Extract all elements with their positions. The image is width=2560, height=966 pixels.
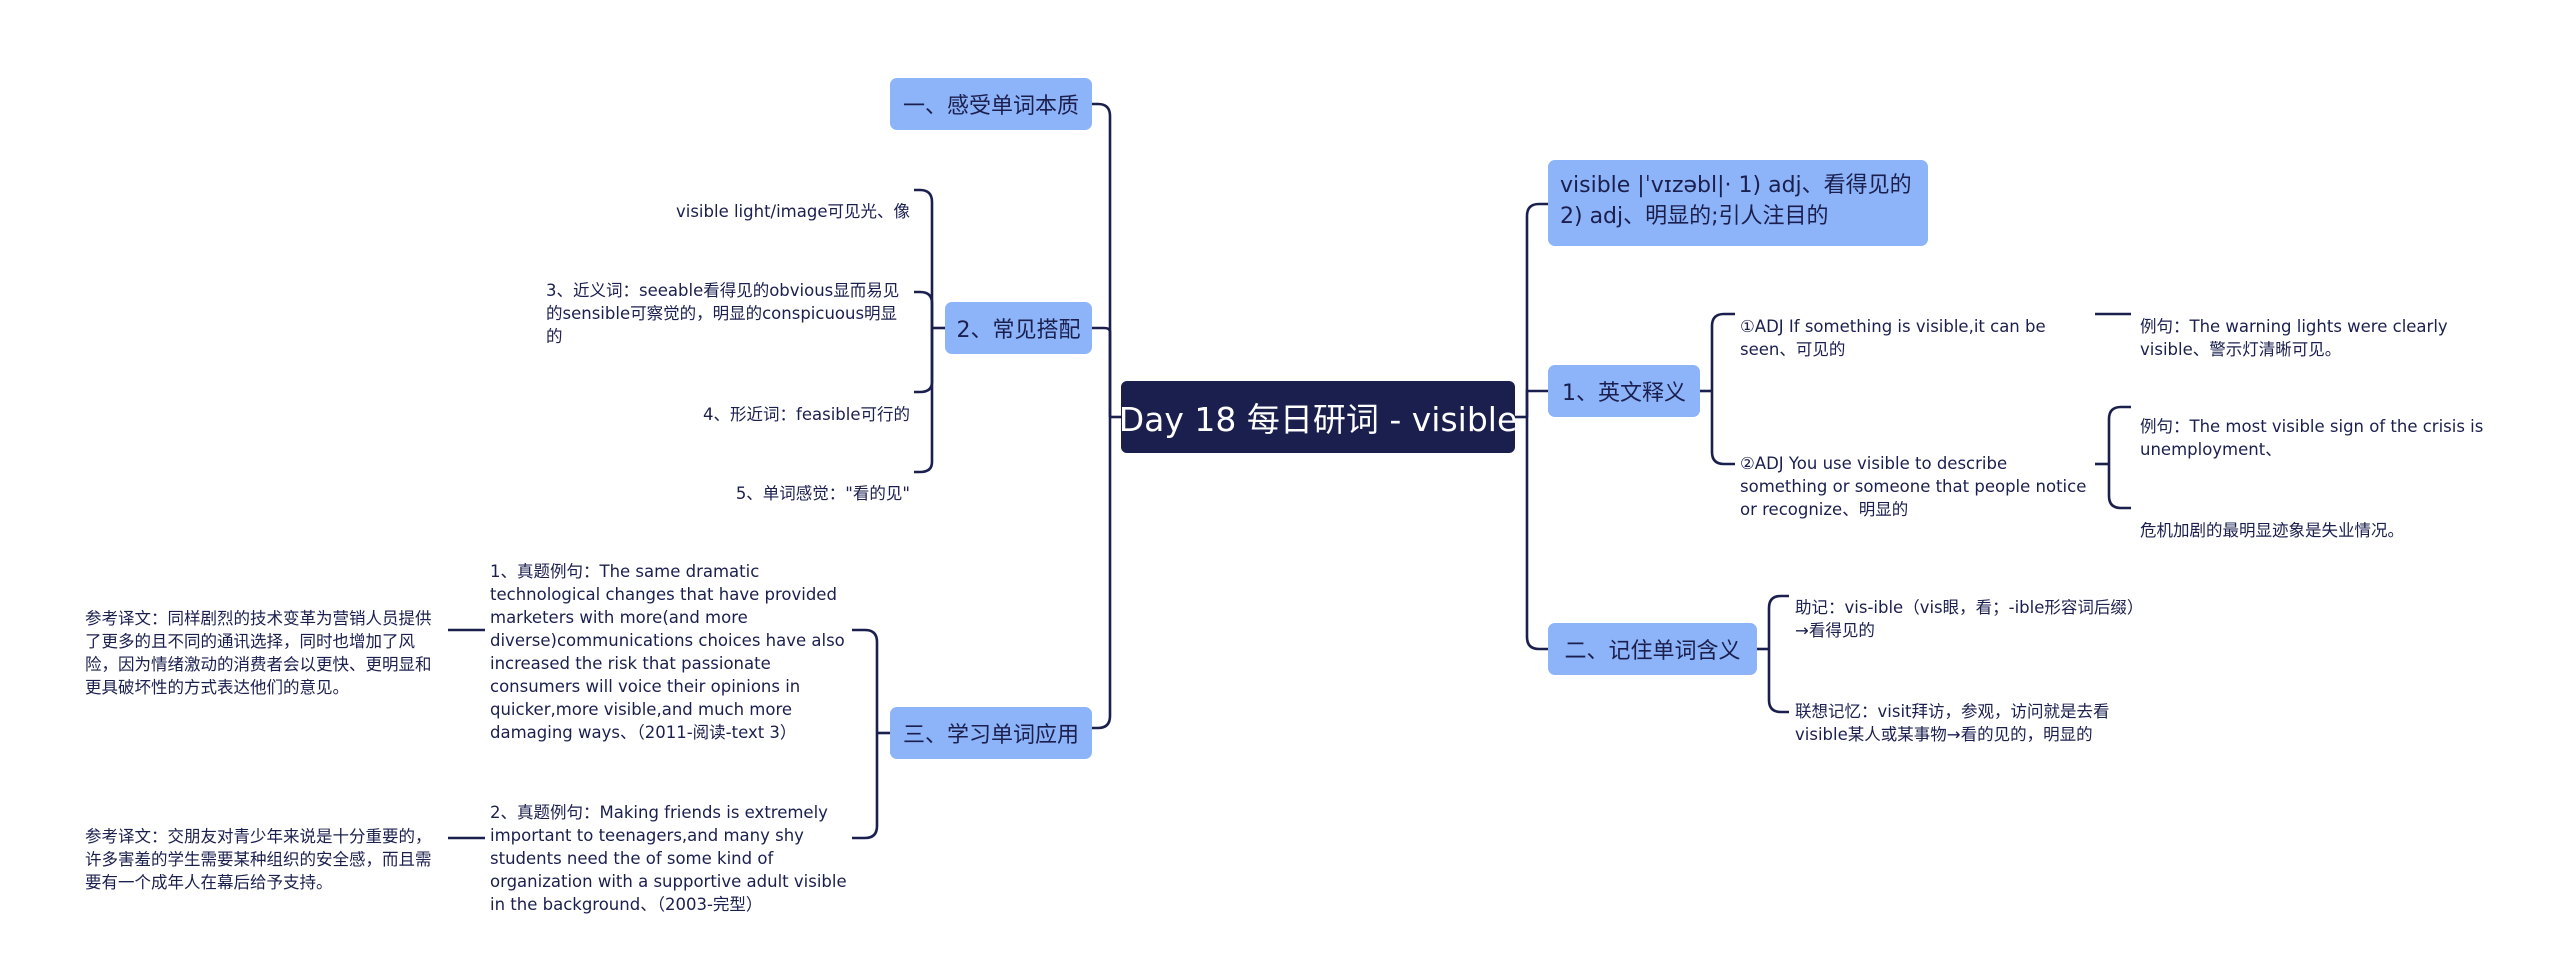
branch-english-meaning-label: 1、英文释义 (1562, 381, 1686, 406)
meaning-example[interactable]: 例句：The warning lights were clearly visib… (2140, 292, 2505, 361)
usage-example-text: 1、真题例句：The same dramatic technological c… (490, 562, 845, 742)
collocation-item[interactable]: visible light/image可见光、像 (560, 177, 910, 223)
branch-remember[interactable]: 二、记住单词含义 (1548, 623, 1757, 675)
collocation-item[interactable]: 3、近义词：seeable看得见的obvious显而易见的sensible可察觉… (546, 256, 908, 348)
branch-collocations[interactable]: 2、常见搭配 (945, 302, 1092, 354)
meaning-text: ①ADJ If something is visible,it can be s… (1740, 317, 2046, 359)
usage-translation-text: 参考译文：交朋友对青少年来说是十分重要的，许多害羞的学生需要某种组织的安全感，而… (85, 827, 432, 892)
collocation-item[interactable]: 5、单词感觉："看的见" (560, 459, 910, 505)
usage-translation[interactable]: 参考译文：交朋友对青少年来说是十分重要的，许多害羞的学生需要某种组织的安全感，而… (85, 802, 445, 894)
branch-definition-label: visible |ˈvɪzəbl|· 1) adj、看得见的 2) adj、明显… (1560, 173, 1912, 229)
meaning-example-text: 例句：The warning lights were clearly visib… (2140, 317, 2448, 359)
collocation-text: 5、单词感觉："看的见" (735, 484, 910, 503)
root-node[interactable]: Day 18 每日研词 - visible (1118, 381, 1518, 453)
usage-example[interactable]: 2、真题例句：Making friends is extremely impor… (490, 778, 848, 916)
meaning-text: ②ADJ You use visible to describe somethi… (1740, 454, 2087, 519)
collocation-text: visible light/image可见光、像 (675, 202, 910, 221)
branch-definition[interactable]: visible |ˈvɪzəbl|· 1) adj、看得见的 2) adj、明显… (1548, 160, 1928, 246)
root-label: Day 18 每日研词 - visible (1118, 400, 1518, 439)
remember-item[interactable]: 联想记忆：visit拜访，参观，访问就是去看visible某人或某事物→看的见的… (1795, 677, 2155, 746)
usage-translation-text: 参考译文：同样剧烈的技术变革为营销人员提供了更多的且不同的通讯选择，同时也增加了… (85, 609, 432, 697)
usage-example-text: 2、真题例句：Making friends is extremely impor… (490, 803, 847, 914)
collocation-text: 4、形近词：feasible可行的 (703, 405, 910, 424)
meaning-translation[interactable]: 危机加剧的最明显迹象是失业情况。 (2140, 496, 2505, 542)
collocation-item[interactable]: 4、形近词：feasible可行的 (560, 380, 910, 426)
remember-text: 助记：vis-ible（vis眼，看；-ible形容词后缀）→看得见的 (1795, 598, 2144, 640)
branch-usage-label: 三、学习单词应用 (902, 723, 1079, 748)
branch-collocations-label: 2、常见搭配 (956, 318, 1081, 343)
remember-text: 联想记忆：visit拜访，参观，访问就是去看visible某人或某事物→看的见的… (1795, 702, 2110, 744)
meaning-item[interactable]: ①ADJ If something is visible,it can be s… (1740, 292, 2095, 361)
usage-example[interactable]: 1、真题例句：The same dramatic technological c… (490, 537, 848, 744)
branch-english-meaning[interactable]: 1、英文释义 (1548, 365, 1700, 417)
meaning-example-text: 例句：The most visible sign of the crisis i… (2140, 417, 2484, 459)
remember-item[interactable]: 助记：vis-ible（vis眼，看；-ible形容词后缀）→看得见的 (1795, 573, 2155, 642)
branch-feel-label: 一、感受单词本质 (902, 94, 1079, 119)
branch-usage[interactable]: 三、学习单词应用 (890, 707, 1092, 759)
collocation-text: 3、近义词：seeable看得见的obvious显而易见的sensible可察觉… (546, 281, 900, 346)
meaning-translation-text: 危机加剧的最明显迹象是失业情况。 (2140, 521, 2404, 540)
branch-remember-label: 二、记住单词含义 (1564, 639, 1741, 664)
meaning-item[interactable]: ②ADJ You use visible to describe somethi… (1740, 429, 2095, 521)
branch-feel[interactable]: 一、感受单词本质 (890, 78, 1092, 130)
meaning-example[interactable]: 例句：The most visible sign of the crisis i… (2140, 392, 2505, 461)
usage-translation[interactable]: 参考译文：同样剧烈的技术变革为营销人员提供了更多的且不同的通讯选择，同时也增加了… (85, 584, 445, 699)
